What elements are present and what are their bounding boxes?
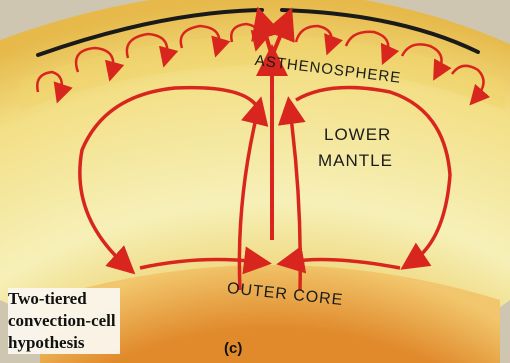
- lower-mantle-label-line1: LOWER: [318, 122, 393, 148]
- figure-caption: Two-tiered convection-cell hypothesis: [8, 288, 120, 354]
- lower-mantle-label-line2: MANTLE: [318, 148, 393, 174]
- panel-letter: (c): [224, 340, 242, 357]
- caption-line1: Two-tiered: [8, 288, 116, 310]
- lower-mantle-label: LOWER MANTLE: [318, 122, 393, 174]
- caption-line2: convection-cell: [8, 310, 116, 332]
- caption-line3: hypothesis: [8, 332, 116, 354]
